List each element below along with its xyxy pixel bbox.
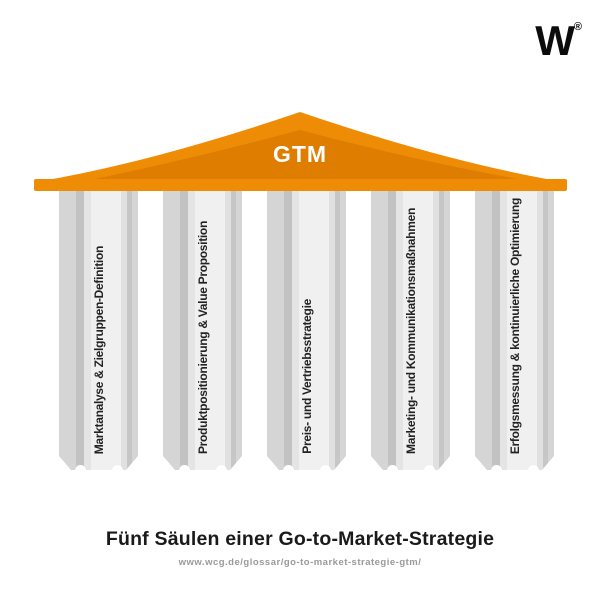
pillar-label: Erfolgsmessung & kontinuierliche Optimie… [507, 197, 522, 454]
brand-logo: W ® [535, 20, 582, 62]
pillar-preis-vertrieb: Preis- und Vertriebsstrategie [267, 189, 346, 470]
pillar-notch [178, 464, 190, 470]
pillar-erfolgsmessung: Erfolgsmessung & kontinuierliche Optimie… [475, 189, 554, 470]
pillar-notch [527, 464, 539, 470]
pillar-notch [111, 464, 123, 470]
brand-logo-letter: W [535, 17, 575, 64]
pillar-label: Marketing- und Kommunikationsmaßnahmen [403, 208, 418, 454]
registered-mark-icon: ® [573, 21, 582, 33]
pillar-produktpositionierung: Produktpositionierung & Value Propositio… [163, 189, 242, 470]
pillar-notch [490, 464, 502, 470]
pillar-notch [386, 464, 398, 470]
pillar-notch [282, 464, 294, 470]
pillar-notch [215, 464, 227, 470]
pillar-notch [319, 464, 331, 470]
pillar-label: Marktanalyse & Zielgruppen-Definition [91, 245, 106, 454]
pillar-column: Marktanalyse & Zielgruppen-Definition [59, 189, 138, 470]
source-url: www.wcg.de/glossar/go-to-market-strategi… [178, 557, 422, 568]
pillar-label: Produktpositionierung & Value Propositio… [195, 220, 210, 454]
pillar-notch [74, 464, 86, 470]
roof-gtm-label: GTM [272, 141, 328, 167]
pillar-label: Preis- und Vertriebsstrategie [299, 299, 314, 454]
pillar-column: Marketing- und Kommunikationsmaßnahmen [371, 189, 450, 470]
pillar-column: Produktpositionierung & Value Propositio… [163, 189, 242, 470]
pillar-notch [423, 464, 435, 470]
pillar-column: Preis- und Vertriebsstrategie [267, 189, 346, 470]
pillar-column: Erfolgsmessung & kontinuierliche Optimie… [475, 189, 554, 470]
page-title: Fünf Säulen einer Go-to-Market-Strategie [105, 528, 495, 550]
pillar-marketing-kommunikation: Marketing- und Kommunikationsmaßnahmen [371, 189, 450, 470]
pillar-marktanalyse: Marktanalyse & Zielgruppen-Definition [59, 189, 138, 470]
